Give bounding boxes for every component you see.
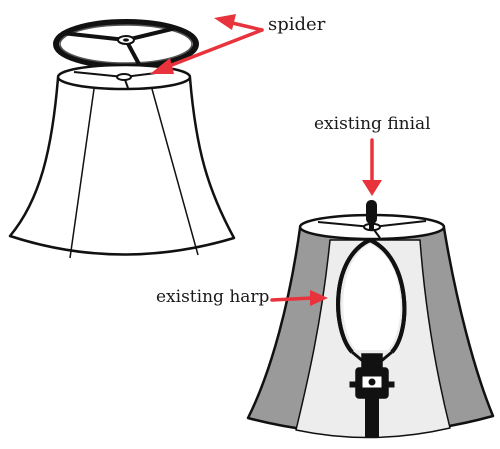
finial-arrow — [362, 138, 382, 196]
lamp-socket-icon — [349, 353, 395, 438]
spider-arrows — [162, 20, 264, 70]
harp-icon — [336, 238, 407, 364]
plain-lampshade — [8, 63, 236, 259]
finial-icon — [366, 200, 377, 230]
finial-label: existing finial — [314, 114, 431, 134]
spider-ring-icon — [53, 19, 199, 69]
spider-label: spider — [268, 14, 326, 35]
spider-arrow-head-lower — [150, 58, 174, 74]
harp-label: existing harp — [156, 287, 270, 307]
spider-arrow-head-upper — [214, 14, 236, 30]
harp-arrow — [270, 290, 328, 306]
